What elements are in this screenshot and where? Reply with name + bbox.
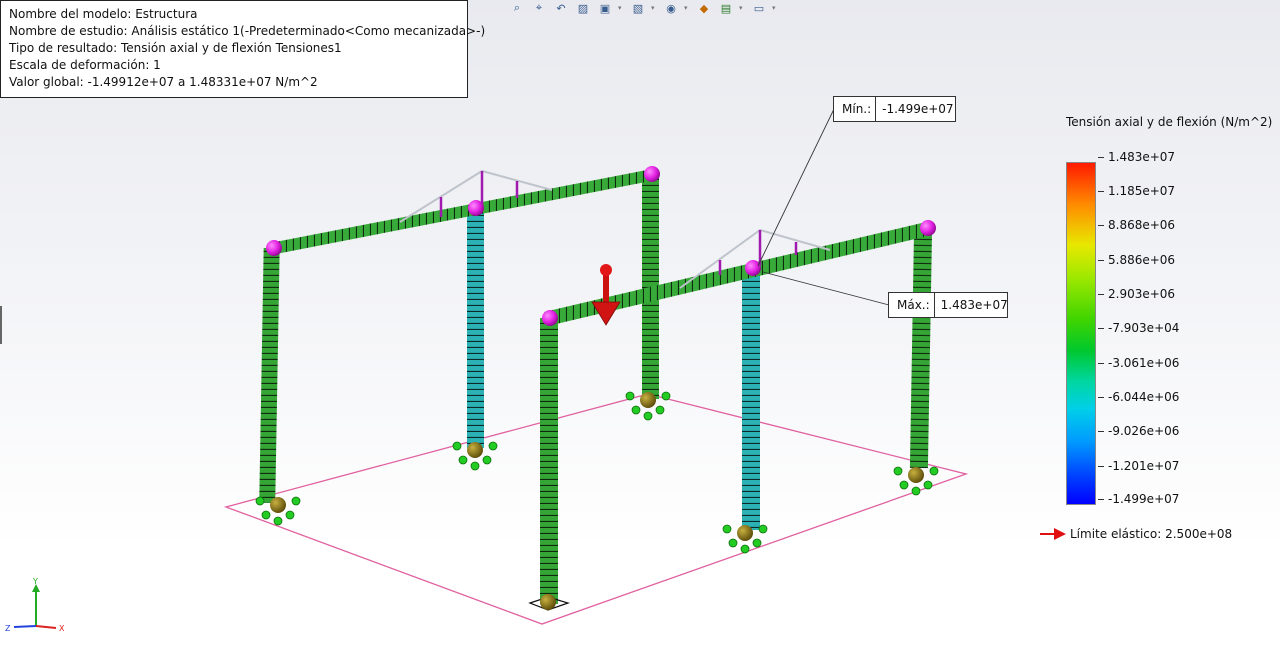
triad-y-label: Y [32,577,38,586]
result-type: Tipo de resultado: Tensión axial y de fl… [9,41,342,55]
yield-strength-label: Límite elástico: 2.500e+08 [1070,527,1233,541]
legend-tick: 1.185e+07 [1098,184,1175,198]
min-callout[interactable]: Mín.: -1.499e+07 [833,96,956,122]
base-node [528,594,570,611]
truss-front-posts [718,230,798,275]
joint-node [745,260,761,276]
ground-plane [223,393,969,625]
reference-triad[interactable]: Y X Z [4,576,70,636]
hide-show-items-icon[interactable]: ◉ [666,1,676,15]
study-info-box[interactable]: Nombre del modelo: Estructura Nombre de … [0,0,486,98]
max-callout[interactable]: Máx.: 1.483e+07 [888,292,1008,318]
legend-tick: -3.061e+06 [1098,356,1179,370]
triad-z-label: Z [5,624,11,633]
beam-back [270,169,656,254]
legend-tick: -7.903e+04 [1098,321,1179,335]
joint-node [542,310,558,326]
previous-view-icon[interactable]: ↶ [556,1,566,15]
triad-z-axis [13,625,37,628]
max-callout-label: Máx.: [889,293,935,317]
display-style-icon[interactable]: ▧ [632,1,644,15]
column-front-left [540,318,558,604]
legend-tick: 2.903e+06 [1098,287,1175,301]
fixture-icon [255,391,939,554]
dropdown-caret-icon[interactable]: ▾ [739,4,743,12]
model-name: Nombre del modelo: Estructura [9,7,198,21]
view-settings-icon[interactable]: ▭ [753,1,765,15]
min-callout-label: Mín.: [834,97,877,121]
column-front-middle [742,268,760,530]
truss-back-posts [439,171,519,217]
max-leader-line [762,271,890,306]
min-leader-line [757,108,835,267]
legend-tick: -6.044e+06 [1098,390,1179,404]
legend-tick: 5.886e+06 [1098,253,1175,267]
deformation-scale: Escala de deformación: 1 [9,58,161,72]
column-back-left [259,248,280,503]
global-value: Valor global: -1.49912e+07 a 1.48331e+07… [9,75,318,89]
triad-x-axis [35,625,57,629]
beam-front [544,222,932,325]
apply-scene-icon[interactable]: ▤ [720,1,732,15]
legend-tick: -9.026e+06 [1098,424,1179,438]
joint-node [920,220,936,236]
joint-node [266,240,282,256]
yield-arrow-icon [1040,528,1066,540]
joint-node [468,200,484,216]
yield-strength-indicator: Límite elástico: 2.500e+08 [1040,527,1232,541]
legend-title: Tensión axial y de flexión (N/m^2) [1066,115,1273,129]
max-callout-value: 1.483e+07 [940,298,1008,312]
study-name: Nombre de estudio: Análisis estático 1(-… [9,24,486,38]
column-back-middle [467,208,484,448]
dropdown-caret-icon[interactable]: ▾ [651,4,655,12]
legend-tick: 1.483e+07 [1098,150,1175,164]
dropdown-caret-icon[interactable]: ▾ [684,4,688,12]
dropdown-caret-icon[interactable]: ▾ [618,4,622,12]
section-view-icon[interactable]: ▨ [577,1,589,15]
load-arrow-icon [591,264,621,326]
edit-appearance-icon[interactable]: ◆ [699,1,709,15]
legend-colorbar[interactable] [1066,162,1096,505]
view-orientation-icon[interactable]: ▣ [599,1,611,15]
column-front-right [909,227,933,469]
zoom-to-fit-icon[interactable]: ⌕ [513,1,521,14]
legend-tick: -1.201e+07 [1098,459,1179,473]
column-back-right [642,174,659,399]
legend-tick: -1.499e+07 [1098,492,1179,506]
dropdown-caret-icon[interactable]: ▾ [772,4,776,12]
heads-up-view-toolbar: ⌕ ⌖ ↶ ▨ ▣ ▾ ▧ ▾ ◉ ▾ ◆ ▤ ▾ ▭ ▾ [508,0,779,16]
joint-node [644,166,660,182]
min-callout-value: -1.499e+07 [882,102,954,116]
legend-tick: 8.868e+06 [1098,218,1175,232]
triad-x-label: X [59,624,65,633]
panel-splitter[interactable] [0,306,2,344]
triad-y-arrow-icon [32,584,40,592]
zoom-to-area-icon[interactable]: ⌖ [535,1,543,14]
